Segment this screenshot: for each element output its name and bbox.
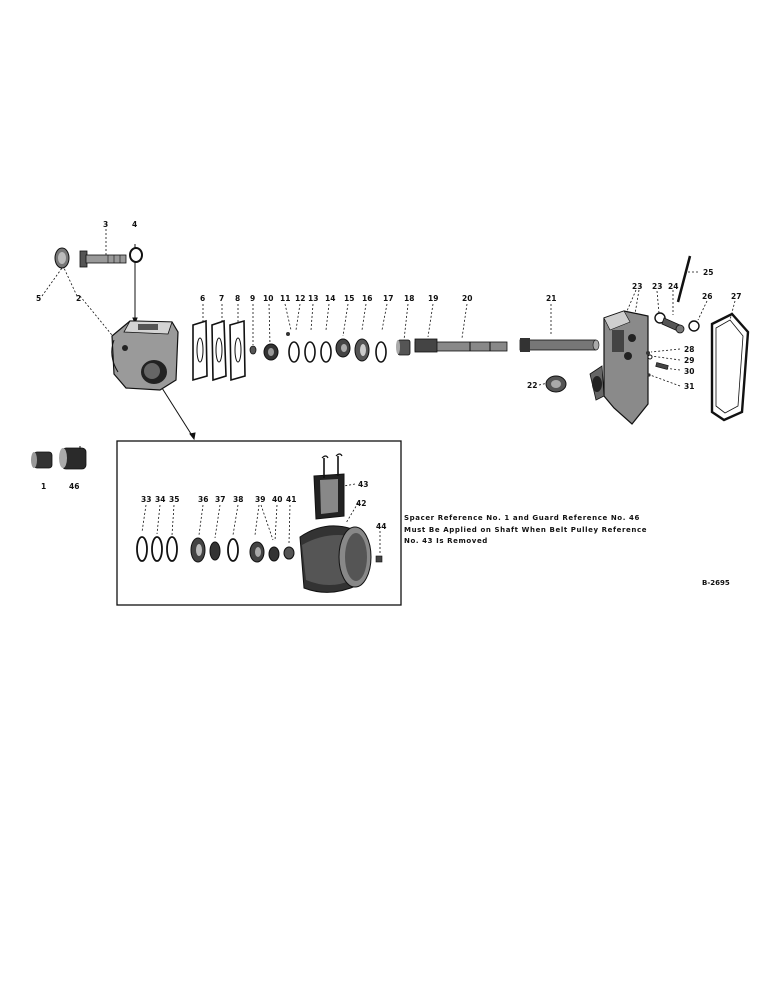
label-23b: 23 bbox=[652, 282, 662, 291]
label-42: 42 bbox=[356, 499, 366, 508]
ring-12-part bbox=[288, 341, 300, 363]
label-5: 5 bbox=[36, 294, 41, 303]
label-10: 10 bbox=[263, 294, 273, 303]
label-36: 36 bbox=[198, 495, 208, 504]
washer-23-part bbox=[654, 312, 666, 324]
shaft-20-part bbox=[414, 338, 508, 353]
label-39: 39 bbox=[255, 495, 265, 504]
lever-24-part bbox=[661, 317, 685, 334]
ring-33-part bbox=[136, 536, 148, 562]
part-number-labels: 3 4 5 2 6 7 8 9 10 11 12 13 14 15 16 17 … bbox=[36, 220, 741, 531]
shaft-21-part bbox=[519, 338, 600, 352]
label-1: 1 bbox=[41, 482, 46, 491]
guard-43-part bbox=[313, 453, 345, 520]
label-38: 38 bbox=[233, 495, 243, 504]
label-18: 18 bbox=[404, 294, 414, 303]
pin-11-part bbox=[286, 332, 290, 336]
ring-17-part bbox=[375, 341, 387, 363]
nut-44-part bbox=[375, 555, 383, 563]
label-13: 13 bbox=[308, 294, 318, 303]
label-7: 7 bbox=[219, 294, 224, 303]
seal-16-part bbox=[354, 338, 370, 362]
label-19: 19 bbox=[428, 294, 438, 303]
label-15: 15 bbox=[344, 294, 354, 303]
ring-34-part bbox=[151, 536, 163, 562]
label-2: 2 bbox=[76, 294, 81, 303]
ring-14-part bbox=[320, 341, 332, 363]
inset-frame bbox=[116, 440, 402, 606]
washer-part bbox=[129, 247, 143, 263]
gasket-7-part bbox=[211, 319, 227, 382]
washer-29-part bbox=[647, 354, 653, 360]
bolt-28-part bbox=[646, 351, 650, 355]
label-21: 21 bbox=[546, 294, 556, 303]
label-12: 12 bbox=[295, 294, 305, 303]
label-17: 17 bbox=[383, 294, 393, 303]
pulley-42-part bbox=[299, 525, 372, 593]
label-34: 34 bbox=[155, 495, 165, 504]
gasket-27-part bbox=[710, 312, 750, 422]
label-40: 40 bbox=[272, 495, 282, 504]
cover-disk-part bbox=[54, 247, 70, 269]
screw-30-part bbox=[655, 362, 669, 370]
label-46: 46 bbox=[69, 482, 79, 491]
plug-22-part bbox=[545, 375, 567, 393]
right-housing-part bbox=[589, 310, 649, 425]
ring-13-part bbox=[304, 341, 316, 363]
spacer-part bbox=[31, 451, 53, 469]
ring-40-part bbox=[268, 546, 280, 562]
label-44: 44 bbox=[376, 522, 386, 531]
bearing-39-part bbox=[249, 541, 265, 563]
label-24: 24 bbox=[668, 282, 678, 291]
note-line-3: No. 43 Is Removed bbox=[404, 537, 488, 545]
label-9: 9 bbox=[250, 294, 255, 303]
nut-41-part bbox=[283, 546, 295, 560]
ring-37-part bbox=[209, 541, 221, 561]
label-29: 29 bbox=[684, 356, 694, 365]
label-8: 8 bbox=[235, 294, 240, 303]
label-28: 28 bbox=[684, 345, 694, 354]
label-6: 6 bbox=[200, 294, 205, 303]
label-22: 22 bbox=[527, 381, 537, 390]
gasket-6-part bbox=[192, 319, 208, 382]
label-16: 16 bbox=[362, 294, 372, 303]
leader-lines bbox=[41, 229, 736, 553]
label-33: 33 bbox=[141, 495, 151, 504]
drawing-number: B-2695 bbox=[702, 579, 730, 587]
label-27: 27 bbox=[731, 292, 741, 301]
ring-38-part bbox=[227, 538, 239, 562]
bolt-part bbox=[79, 250, 127, 268]
pin-31-part bbox=[647, 373, 651, 377]
housing-part bbox=[111, 320, 179, 391]
label-41: 41 bbox=[286, 495, 296, 504]
note-line-1: Spacer Reference No. 1 and Guard Referen… bbox=[404, 514, 640, 522]
label-25: 25 bbox=[703, 268, 713, 277]
washer-26-part bbox=[688, 320, 700, 332]
label-43: 43 bbox=[358, 480, 368, 489]
label-3: 3 bbox=[103, 220, 108, 229]
label-4: 4 bbox=[132, 220, 137, 229]
bearing-10-part bbox=[263, 343, 279, 361]
ring-35-part bbox=[166, 536, 178, 562]
guard-part bbox=[59, 446, 87, 470]
bearing-15-part bbox=[335, 338, 351, 358]
bearing-36-part bbox=[190, 537, 206, 563]
label-11: 11 bbox=[280, 294, 290, 303]
label-30: 30 bbox=[684, 367, 694, 376]
label-31: 31 bbox=[684, 382, 694, 391]
label-14: 14 bbox=[325, 294, 335, 303]
label-26: 26 bbox=[702, 292, 712, 301]
spacer-note: Spacer Reference No. 1 and Guard Referen… bbox=[404, 513, 694, 548]
label-23: 23 bbox=[632, 282, 642, 291]
label-20: 20 bbox=[462, 294, 472, 303]
label-35: 35 bbox=[169, 495, 179, 504]
note-line-2: Must Be Applied on Shaft When Belt Pulle… bbox=[404, 525, 648, 534]
ring-9-part bbox=[249, 345, 257, 355]
sleeve-18-part bbox=[396, 339, 411, 356]
label-37: 37 bbox=[215, 495, 225, 504]
gasket-8-part bbox=[229, 319, 246, 382]
rod-25-part bbox=[676, 255, 692, 303]
